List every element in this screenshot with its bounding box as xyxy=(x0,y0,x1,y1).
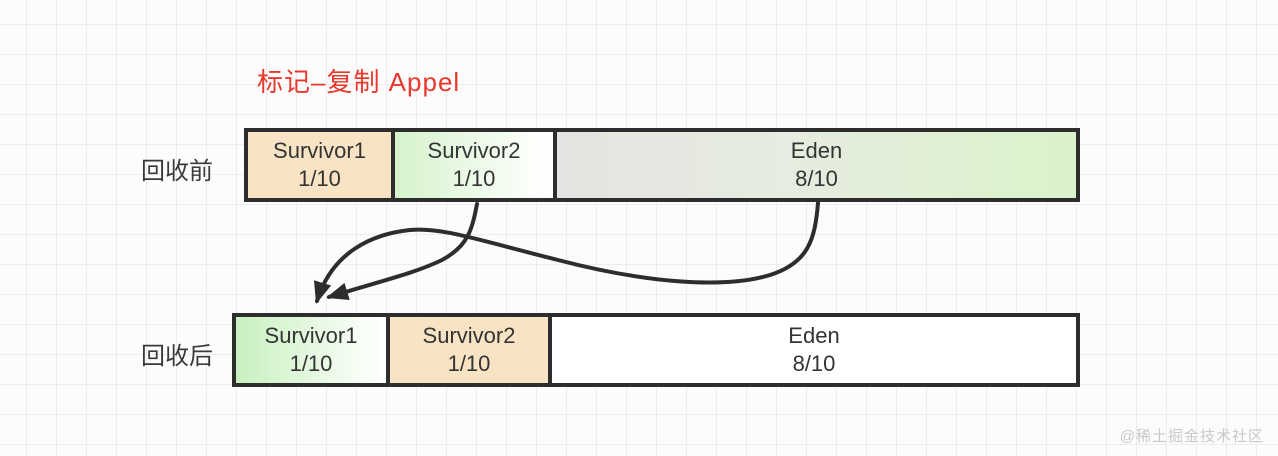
diagram-title: 标记–复制 Appel xyxy=(257,67,461,97)
region-name: Eden xyxy=(790,138,843,163)
region-usage: 1/10 xyxy=(298,166,341,191)
watermark: @稀土掘金技术社区 xyxy=(1119,428,1264,445)
region-name: Survivor1 xyxy=(273,138,366,163)
arrow-eden-to-survivor1-icon xyxy=(313,201,820,304)
arrow-survivor2-to-survivor1-icon xyxy=(326,202,479,301)
region-survivor2-after: Survivor2 1/10 xyxy=(386,313,552,387)
region-name: Survivor2 xyxy=(422,323,516,348)
region-name: Survivor1 xyxy=(264,323,358,348)
label-before-gc: 回收前 xyxy=(141,158,213,185)
region-eden-after: Eden 8/10 xyxy=(548,313,1080,387)
region-eden-before: Eden 8/10 xyxy=(553,128,1080,202)
region-survivor1-before: Survivor1 1/10 xyxy=(244,128,395,202)
region-usage: 1/10 xyxy=(452,166,496,191)
region-survivor1-after: Survivor1 1/10 xyxy=(232,313,390,387)
region-name: Survivor2 xyxy=(427,138,521,163)
region-survivor2-before: Survivor2 1/10 xyxy=(391,128,557,202)
region-usage: 8/10 xyxy=(795,166,838,191)
region-usage: 1/10 xyxy=(289,351,333,376)
label-after-gc: 回收后 xyxy=(141,343,213,370)
region-name: Eden xyxy=(788,323,840,348)
region-usage: 8/10 xyxy=(792,351,836,376)
region-usage: 1/10 xyxy=(447,351,491,376)
